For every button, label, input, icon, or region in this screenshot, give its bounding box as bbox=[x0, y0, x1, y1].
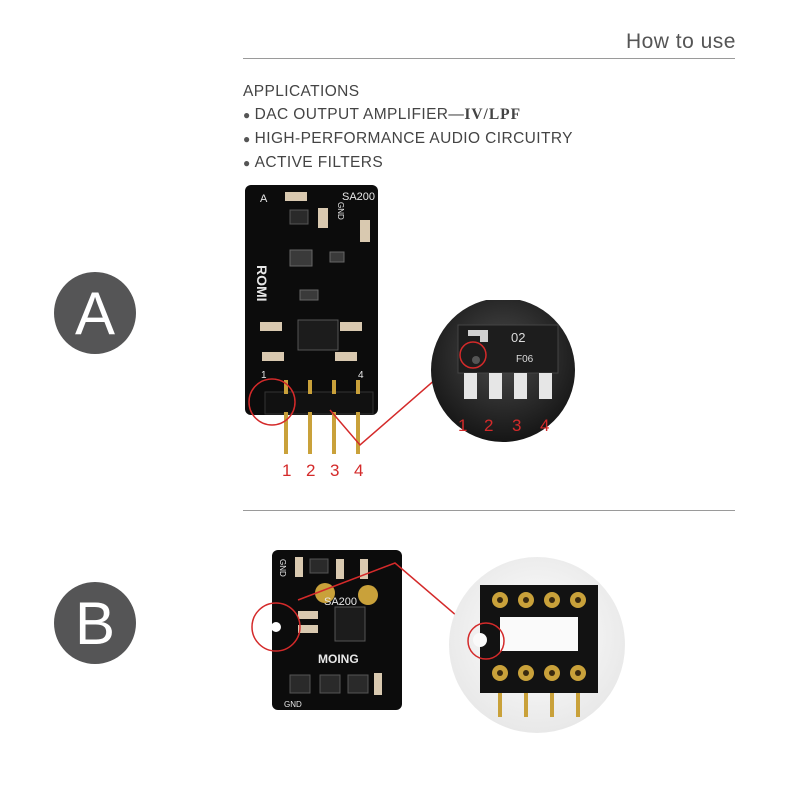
pin-number-label: 3 bbox=[512, 416, 521, 435]
bullet-dot-icon: ● bbox=[243, 108, 251, 122]
pin-number-label: 2 bbox=[484, 416, 493, 435]
pin-number-label: 2 bbox=[306, 461, 315, 480]
pcb-module-a-photo: A SA200 GND ROMI 4 1 1 2 3 4 bbox=[245, 185, 378, 480]
page-title: How to use bbox=[625, 30, 736, 53]
pcb-module-b-photo: SA200 GND GND MOING bbox=[251, 550, 402, 710]
board-model-label: SA200 bbox=[342, 191, 375, 203]
pin1-highlight-circle bbox=[251, 602, 301, 652]
solder-pad bbox=[358, 585, 378, 605]
board-gnd-label: GND bbox=[284, 700, 302, 709]
chip-logo-icon bbox=[468, 330, 488, 342]
resistor bbox=[340, 322, 362, 331]
resistor bbox=[295, 557, 303, 577]
pin1-dot-icon bbox=[472, 356, 480, 364]
chip-legs bbox=[464, 373, 552, 399]
resistor bbox=[360, 220, 370, 242]
smd-component bbox=[319, 674, 341, 694]
pin-number-label: 4 bbox=[540, 416, 549, 435]
resistor bbox=[336, 559, 344, 579]
resistor bbox=[262, 352, 284, 361]
pin-number-label: 3 bbox=[330, 461, 339, 480]
pin-number-label: 1 bbox=[458, 416, 467, 435]
smd-component bbox=[289, 249, 313, 267]
chip-marking: F06 bbox=[516, 354, 534, 365]
pin-number-label: 4 bbox=[354, 461, 363, 480]
ic-chip bbox=[334, 606, 366, 642]
smd-component bbox=[289, 209, 309, 225]
resistor bbox=[260, 322, 282, 331]
dip-socket-photo bbox=[449, 557, 625, 733]
ic-chip bbox=[297, 319, 339, 351]
section-b-badge: B bbox=[54, 582, 136, 664]
bullet-dot-icon: ● bbox=[243, 156, 251, 170]
pin1-notch bbox=[271, 622, 281, 632]
section-divider bbox=[243, 510, 735, 511]
resistor bbox=[318, 208, 328, 228]
section-a-badge: A bbox=[54, 272, 136, 354]
resistor bbox=[285, 192, 307, 201]
top-divider bbox=[243, 58, 735, 59]
application-item: ●DAC OUTPUT AMPLIFIER—IV/LPF bbox=[243, 103, 573, 127]
applications-heading: APPLICATIONS bbox=[243, 83, 360, 100]
bullet-dot-icon: ● bbox=[243, 132, 251, 146]
socket-notch bbox=[473, 633, 487, 647]
application-item-emphasis: IV/LPF bbox=[464, 106, 522, 123]
pin-number-label: 1 bbox=[282, 461, 291, 480]
smd-component bbox=[309, 558, 329, 574]
application-item-label: ACTIVE FILTERS bbox=[254, 154, 384, 171]
board-pin-label: 4 bbox=[358, 370, 364, 381]
application-item-label: DAC OUTPUT AMPLIFIER— bbox=[254, 106, 465, 123]
board-gnd-label: GND bbox=[336, 202, 345, 220]
board-model-label: SA200 bbox=[324, 596, 357, 608]
board-pin-label: 1 bbox=[261, 370, 267, 381]
socket-contacts bbox=[492, 592, 586, 681]
opamp-chip-photo: 02 F06 1 2 3 4 bbox=[431, 300, 575, 442]
smd-component bbox=[329, 251, 345, 263]
pin1-highlight-circle bbox=[459, 341, 487, 369]
board-brand-label: MOING bbox=[318, 652, 359, 666]
resistor bbox=[298, 611, 318, 619]
smd-component bbox=[299, 289, 319, 301]
application-item-label: HIGH-PERFORMANCE AUDIO CIRCUITRY bbox=[254, 130, 573, 147]
socket-center-window bbox=[500, 617, 578, 651]
resistor bbox=[360, 559, 368, 579]
application-item: ●HIGH-PERFORMANCE AUDIO CIRCUITRY bbox=[243, 127, 573, 151]
header-pins bbox=[284, 380, 360, 454]
pin1-highlight-circle bbox=[248, 378, 296, 426]
resistor bbox=[374, 673, 382, 695]
board-corner-label: A bbox=[260, 193, 268, 205]
board-gnd-label: GND bbox=[278, 559, 287, 577]
socket-legs bbox=[498, 693, 580, 717]
resistor bbox=[298, 625, 318, 633]
smd-component bbox=[289, 674, 311, 694]
smd-component bbox=[347, 674, 369, 694]
board-brand-label: ROMI bbox=[254, 265, 270, 302]
pin1-highlight-circle bbox=[467, 622, 505, 660]
pin-header bbox=[264, 391, 374, 415]
resistor bbox=[335, 352, 357, 361]
application-item: ●ACTIVE FILTERS bbox=[243, 151, 573, 175]
applications-list: APPLICATIONS ●DAC OUTPUT AMPLIFIER—IV/LP… bbox=[243, 80, 573, 175]
chip-marking: 02 bbox=[511, 330, 525, 345]
